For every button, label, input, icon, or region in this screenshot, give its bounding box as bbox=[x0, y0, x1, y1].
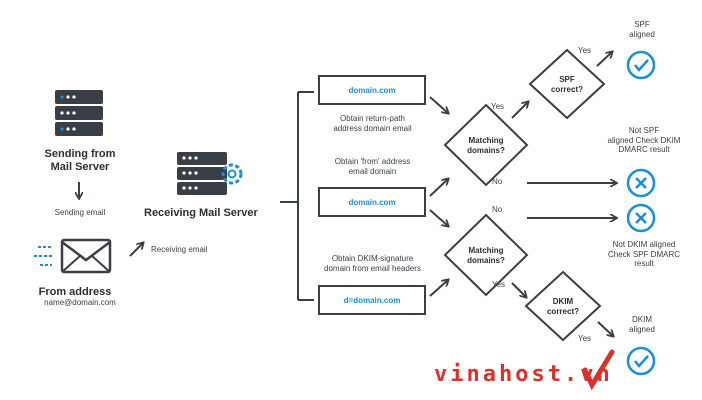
not-spf-label: Not SPF aligned Check DKIM DMARC result bbox=[607, 126, 681, 155]
matching-decision-1-text: Matching domains? bbox=[467, 136, 505, 155]
dkim-aligned-label: DKIM aligned bbox=[629, 315, 655, 334]
return-path-box: domain.com bbox=[318, 75, 426, 105]
matching-decision-1 bbox=[443, 103, 529, 187]
dkim-domain-box: d=domain.com bbox=[318, 285, 426, 315]
receiving-server-icon bbox=[177, 152, 227, 195]
arrow-yes-dkim bbox=[597, 321, 613, 336]
sender-action: Sending email bbox=[54, 208, 106, 217]
arrow-dkim bbox=[429, 280, 448, 297]
from-domain-box: domain.com bbox=[318, 187, 426, 217]
dkim-label: Obtain DKIM-signature domain from email … bbox=[324, 254, 421, 273]
edge-yes-dkim: Yes bbox=[578, 334, 592, 343]
arrow-yes-2 bbox=[511, 282, 526, 297]
edge-yes-1: Yes bbox=[491, 102, 505, 111]
server-icon bbox=[55, 90, 103, 136]
from-email: name@domain.com bbox=[44, 298, 116, 307]
receiver-title: Receiving Mail Server bbox=[144, 207, 258, 219]
spf-aligned-label: SPF aligned bbox=[629, 20, 655, 39]
branch-bracket bbox=[280, 91, 314, 301]
check-icon bbox=[626, 346, 656, 376]
receiver-action: Receiving email bbox=[151, 245, 208, 254]
arrow-yes-spf bbox=[596, 52, 612, 67]
not-dkim-label: Not DKIM aligned Check SPF DMARC result bbox=[607, 240, 680, 269]
envelope-icon bbox=[34, 238, 112, 274]
brand-check-icon bbox=[582, 349, 615, 391]
edge-yes-spf: Yes bbox=[578, 46, 592, 55]
arrow-from-2 bbox=[429, 209, 448, 226]
matching-decision-2-text: Matching domains? bbox=[467, 246, 505, 265]
spf-decision bbox=[528, 48, 606, 120]
dkim-decision bbox=[524, 270, 602, 342]
arrow-yes-1 bbox=[511, 102, 528, 119]
cross-icon bbox=[626, 203, 656, 233]
spf-decision-text: SPF correct? bbox=[550, 75, 583, 94]
arrow-returnpath bbox=[429, 96, 448, 113]
sender-title: Sending from Mail Server bbox=[44, 148, 116, 174]
check-icon bbox=[626, 50, 656, 80]
brand-watermark: vinahost.vn bbox=[434, 362, 613, 387]
matching-decision-2 bbox=[443, 213, 529, 297]
receive-arrow bbox=[129, 243, 143, 257]
edge-no-2: No bbox=[492, 205, 503, 214]
cross-icon bbox=[626, 168, 656, 198]
from-title: From address bbox=[38, 286, 112, 298]
dkim-decision-text: DKIM correct? bbox=[546, 297, 579, 316]
arrow-from-1 bbox=[429, 179, 448, 197]
from-label: Obtain 'from' address email domain bbox=[334, 157, 411, 176]
return-path-label: Obtain return-path address domain email bbox=[333, 114, 412, 133]
edge-no-1: No bbox=[492, 177, 503, 186]
edge-yes-2: Yes bbox=[492, 280, 506, 289]
gear-icon bbox=[221, 163, 243, 185]
